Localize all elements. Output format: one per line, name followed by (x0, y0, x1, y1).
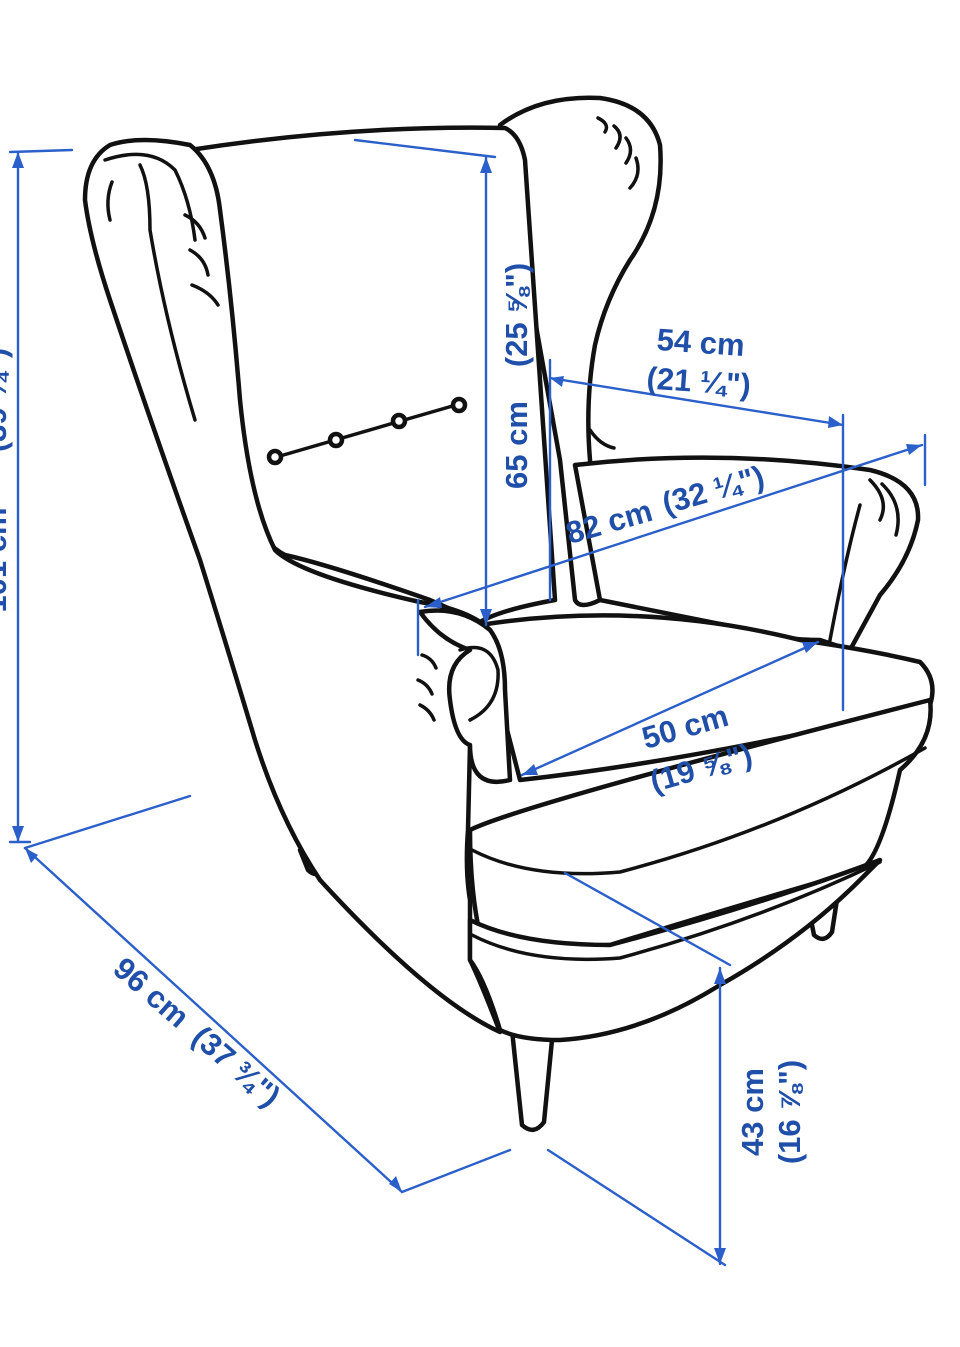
seat-cushion (477, 613, 935, 783)
back-height-imperial: (25 ⅝") (499, 263, 534, 367)
depth-total-label: 96 cm (37 ¾") (107, 950, 288, 1113)
seat-width-line (548, 376, 845, 427)
dimension-lines (8, 138, 927, 1267)
seat-height-metric: 43 cm (735, 1068, 770, 1156)
height-total-metric: 101 cm (0, 507, 13, 612)
tufting-buttons (266, 396, 468, 466)
backrest (187, 125, 558, 625)
seat-depth-line (520, 640, 820, 777)
seat-width-metric: 54 cm (656, 322, 746, 363)
back-height-metric: 65 cm (499, 401, 534, 489)
wingback-chair-illustration (82, 95, 935, 1132)
seat-height-imperial: (16 ⅞") (772, 1060, 807, 1164)
width-total-line (423, 443, 924, 609)
left-wing (82, 137, 504, 1035)
height-total-imperial: (39 ¾") (0, 348, 13, 452)
seat-width-imperial: (21 ¼") (645, 360, 751, 402)
front-leg-left (509, 1027, 555, 1132)
depth-total-line (23, 846, 404, 1194)
